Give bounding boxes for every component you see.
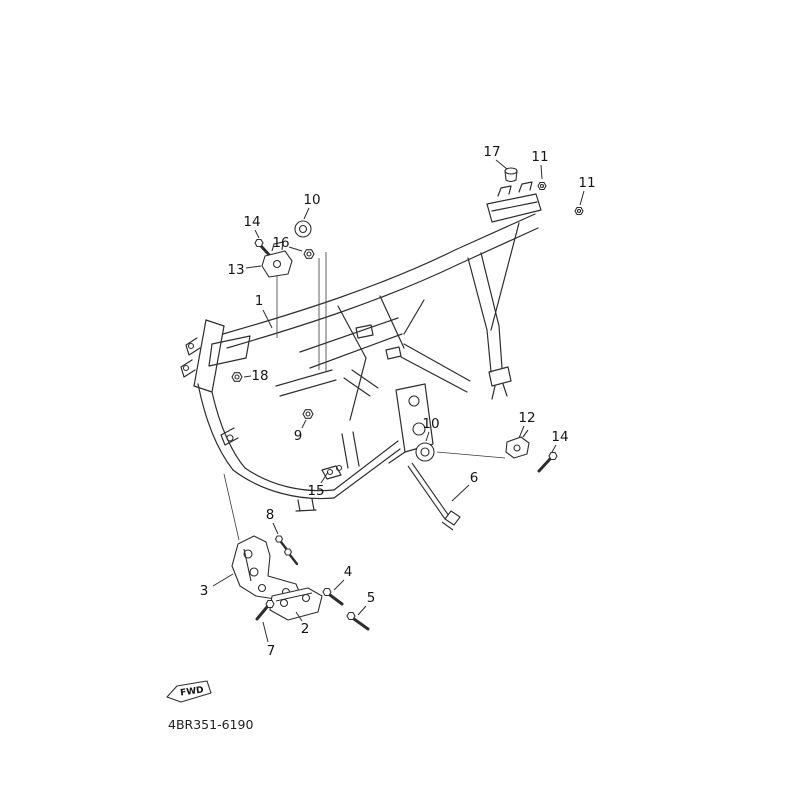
part-bolts-8 bbox=[274, 535, 299, 566]
part-bolt-14-b bbox=[537, 451, 558, 473]
part-bracket-13 bbox=[261, 241, 293, 278]
callout-10-leader-3 bbox=[303, 207, 310, 220]
callout-3-label-16: 3 bbox=[200, 583, 209, 599]
callout-10-label-3: 10 bbox=[303, 192, 320, 208]
part-bolt-6 bbox=[407, 462, 461, 531]
part-bolt-7 bbox=[255, 599, 275, 621]
callout-14-leader-4 bbox=[254, 229, 260, 239]
callout-4-leader-17 bbox=[333, 579, 345, 591]
callout-11-label-1: 11 bbox=[531, 149, 548, 165]
callout-7-label-20: 7 bbox=[267, 643, 276, 659]
part-cap-17 bbox=[504, 167, 518, 183]
callout-14-leader-12 bbox=[551, 444, 557, 453]
fwd-label: FWD bbox=[180, 685, 205, 698]
callout-15-label-13: 15 bbox=[307, 483, 324, 499]
callout-11-label-2: 11 bbox=[578, 175, 595, 191]
callout-18-label-8: 18 bbox=[251, 368, 268, 384]
callout-12-label-11: 12 bbox=[518, 410, 535, 426]
callout-1-leader-7 bbox=[262, 309, 273, 329]
fwd-direction-flag: FWD bbox=[166, 680, 212, 703]
callout-5-leader-19 bbox=[357, 605, 367, 616]
callout-11-leader-2 bbox=[579, 190, 585, 206]
callout-16-leader-5 bbox=[288, 246, 303, 252]
callout-14-label-4: 14 bbox=[243, 214, 260, 230]
callout-8-label-15: 8 bbox=[266, 507, 275, 523]
callout-10-leader-10 bbox=[425, 431, 430, 442]
callout-15-leader-13 bbox=[320, 471, 329, 484]
callout-11-leader-1 bbox=[540, 164, 543, 180]
part-bracket-2 bbox=[269, 587, 323, 621]
callout-9-leader-9 bbox=[301, 419, 307, 429]
callout-6-leader-14 bbox=[451, 484, 470, 502]
part-nut-18 bbox=[231, 372, 243, 382]
part-nut-16 bbox=[303, 249, 315, 259]
callout-3-leader-16 bbox=[212, 573, 234, 587]
part-clamp-12 bbox=[505, 429, 530, 459]
part-bolt-4 bbox=[322, 587, 344, 606]
callout-2-leader-18 bbox=[295, 611, 303, 622]
callout-14-label-12: 14 bbox=[551, 429, 568, 445]
callout-2-label-18: 2 bbox=[301, 621, 310, 637]
callout-layer: 17 11 11 10 14 16 13 1 18 9 10 12 14 15 6 8 3 4 2 5 7 bbox=[200, 144, 596, 659]
callout-8-leader-15 bbox=[272, 522, 279, 535]
callout-16-label-5: 16 bbox=[272, 235, 289, 251]
part-nut-11-a bbox=[537, 181, 547, 191]
part-damper-10-b bbox=[415, 442, 435, 462]
part-nut-9 bbox=[302, 409, 314, 419]
part-nut-11-b bbox=[574, 206, 584, 216]
callout-12-leader-11 bbox=[518, 425, 525, 439]
callout-17-leader-0 bbox=[495, 159, 508, 170]
callout-1-label-7: 1 bbox=[255, 293, 264, 309]
callout-4-label-17: 4 bbox=[344, 564, 353, 580]
small-parts-illustration bbox=[231, 167, 584, 631]
callout-13-leader-6 bbox=[245, 265, 262, 269]
callout-7-leader-20 bbox=[262, 621, 269, 643]
callout-17-label-0: 17 bbox=[483, 144, 500, 160]
callout-10-label-10: 10 bbox=[422, 416, 439, 432]
callout-5-label-19: 5 bbox=[367, 590, 376, 606]
part-bolt-5 bbox=[346, 611, 370, 631]
frame-illustration bbox=[180, 181, 542, 541]
callout-6-label-14: 6 bbox=[470, 470, 479, 486]
callout-13-label-6: 13 bbox=[227, 262, 244, 278]
part-damper-10-a bbox=[294, 220, 312, 238]
callout-9-label-9: 9 bbox=[294, 428, 303, 444]
diagram-part-code: 4BR351-6190 bbox=[168, 717, 253, 732]
callout-18-leader-8 bbox=[243, 375, 252, 378]
